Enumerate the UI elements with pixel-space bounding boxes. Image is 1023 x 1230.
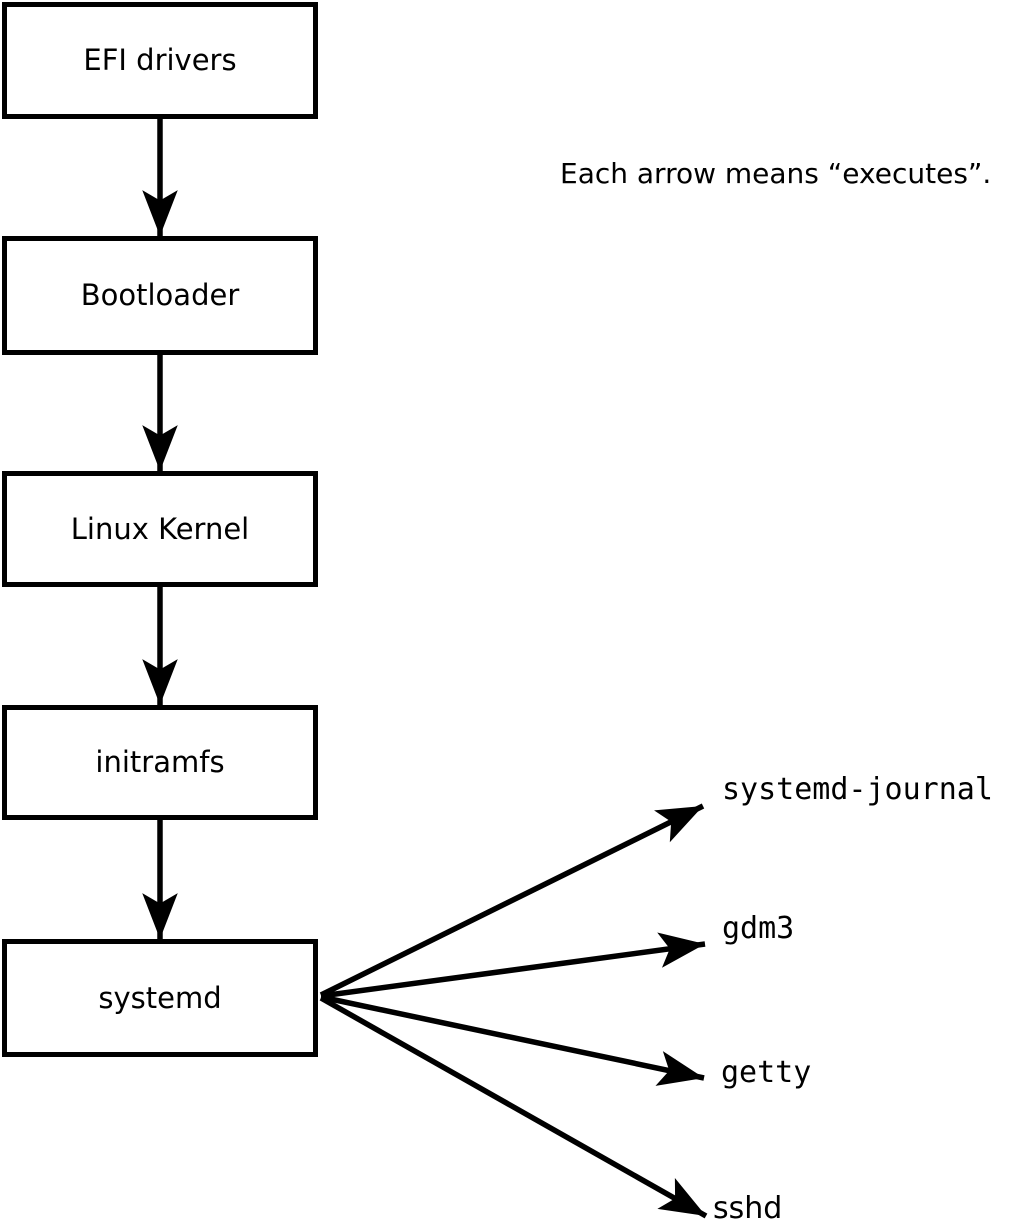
node-linux-kernel-label: Linux Kernel	[70, 511, 250, 546]
label-systemd-journal: systemd-journal	[722, 772, 993, 807]
label-gdm3: gdm3	[722, 911, 795, 946]
arrow-systemd-to-systemd-journal	[319, 803, 705, 998]
arrow-systemd-to-getty	[320, 994, 705, 1086]
label-sshd: sshd	[713, 1191, 783, 1226]
node-initramfs-label: initramfs	[95, 745, 225, 779]
arrow-systemd-to-sshd	[319, 995, 708, 1219]
node-initramfs: initramfs	[2, 705, 318, 820]
node-efi-drivers-label: EFI drivers	[83, 43, 237, 77]
node-efi-drivers: EFI drivers	[2, 2, 318, 119]
label-getty: getty	[721, 1055, 812, 1090]
arrow-systemd-to-gdm3	[320, 932, 706, 999]
node-systemd-label: systemd	[98, 980, 222, 1015]
node-systemd: systemd	[2, 939, 318, 1057]
node-bootloader: Bootloader	[2, 236, 318, 355]
node-linux-kernel: Linux Kernel	[2, 471, 318, 587]
caption: Each arrow means “executes”.	[560, 157, 992, 190]
node-bootloader-label: Bootloader	[80, 278, 240, 312]
